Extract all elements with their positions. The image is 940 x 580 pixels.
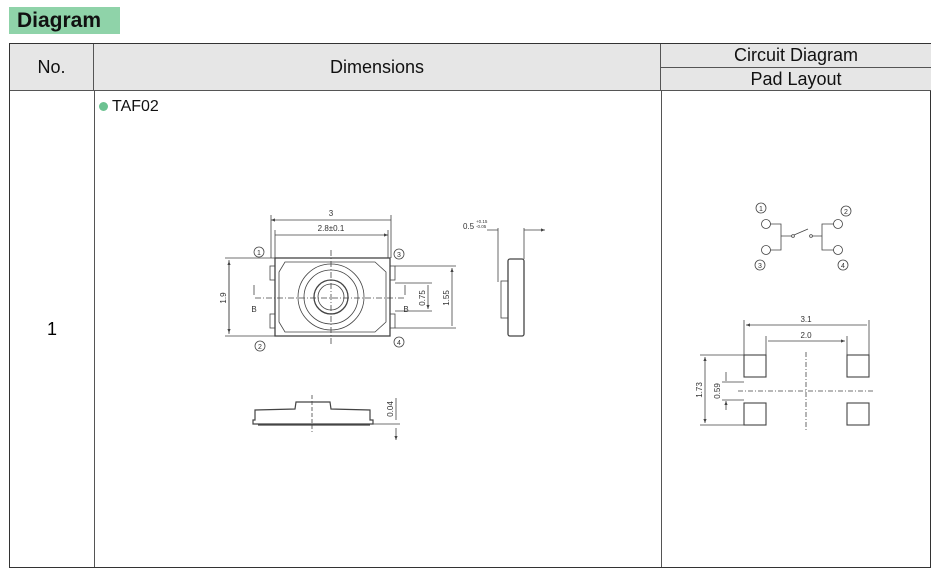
pin-label: 2 [844, 209, 848, 216]
dim-height: 1.9 [219, 292, 228, 304]
pin-label: 3 [758, 263, 762, 270]
header-dimensions: Dimensions [94, 44, 661, 91]
section-label: B [403, 305, 408, 314]
section-label: B [251, 305, 256, 314]
pin-label: 1 [759, 206, 763, 213]
pad-layout-drawing: 3.1 2.0 1.73 0.59 [695, 315, 874, 430]
diagram-table: No. Dimensions Circuit Diagram Pad Layou… [9, 43, 931, 568]
svg-text:1: 1 [257, 250, 261, 257]
header-circuit-diagram: Circuit Diagram [661, 44, 931, 68]
column-divider [661, 91, 662, 567]
dim-width-outer: 3 [329, 209, 334, 218]
dim-width-inner: 2.8±0.1 [318, 224, 345, 233]
circuit-diagram: 1 2 3 4 [754, 202, 852, 271]
dim-button: 0.75 [418, 290, 427, 306]
top-view-drawing: 3 2.8±0.1 1.9 1.55 0.75 B B 1 2 3 4 [219, 209, 456, 352]
pad-dim-height: 1.73 [695, 382, 704, 398]
pad-dim-outer: 3.1 [800, 315, 812, 324]
front-view-drawing: 0.04 [252, 395, 400, 440]
pin-label: 4 [841, 263, 845, 270]
svg-text:4: 4 [397, 340, 401, 347]
dim-tol-plus: +0.15 [476, 219, 488, 224]
row-number: 1 [46, 318, 57, 339]
header-no: No. [10, 44, 94, 91]
svg-text:2: 2 [258, 344, 262, 351]
dim-standoff: 0.04 [386, 401, 395, 417]
column-divider [94, 91, 95, 567]
section-title: Diagram [9, 7, 120, 34]
pin-labels: 1 2 3 4 [253, 246, 405, 352]
pad-dim-gap: 0.59 [713, 383, 722, 399]
dim-tol-minus: -0.05 [476, 224, 487, 229]
model-name: TAF02 [112, 98, 159, 115]
dim-thickness: 0.5 [463, 222, 475, 231]
pad-dim-inner: 2.0 [800, 331, 812, 340]
bullet-icon [99, 102, 108, 111]
header-pad-layout: Pad Layout [750, 68, 842, 89]
header-circuit-pad: Circuit Diagram Pad Layout [661, 44, 931, 91]
side-view-drawing: 0.5 +0.15 -0.05 [463, 219, 545, 337]
dim-pitch: 1.55 [442, 290, 451, 306]
svg-text:3: 3 [397, 252, 401, 259]
model-label: TAF02 [99, 98, 159, 116]
